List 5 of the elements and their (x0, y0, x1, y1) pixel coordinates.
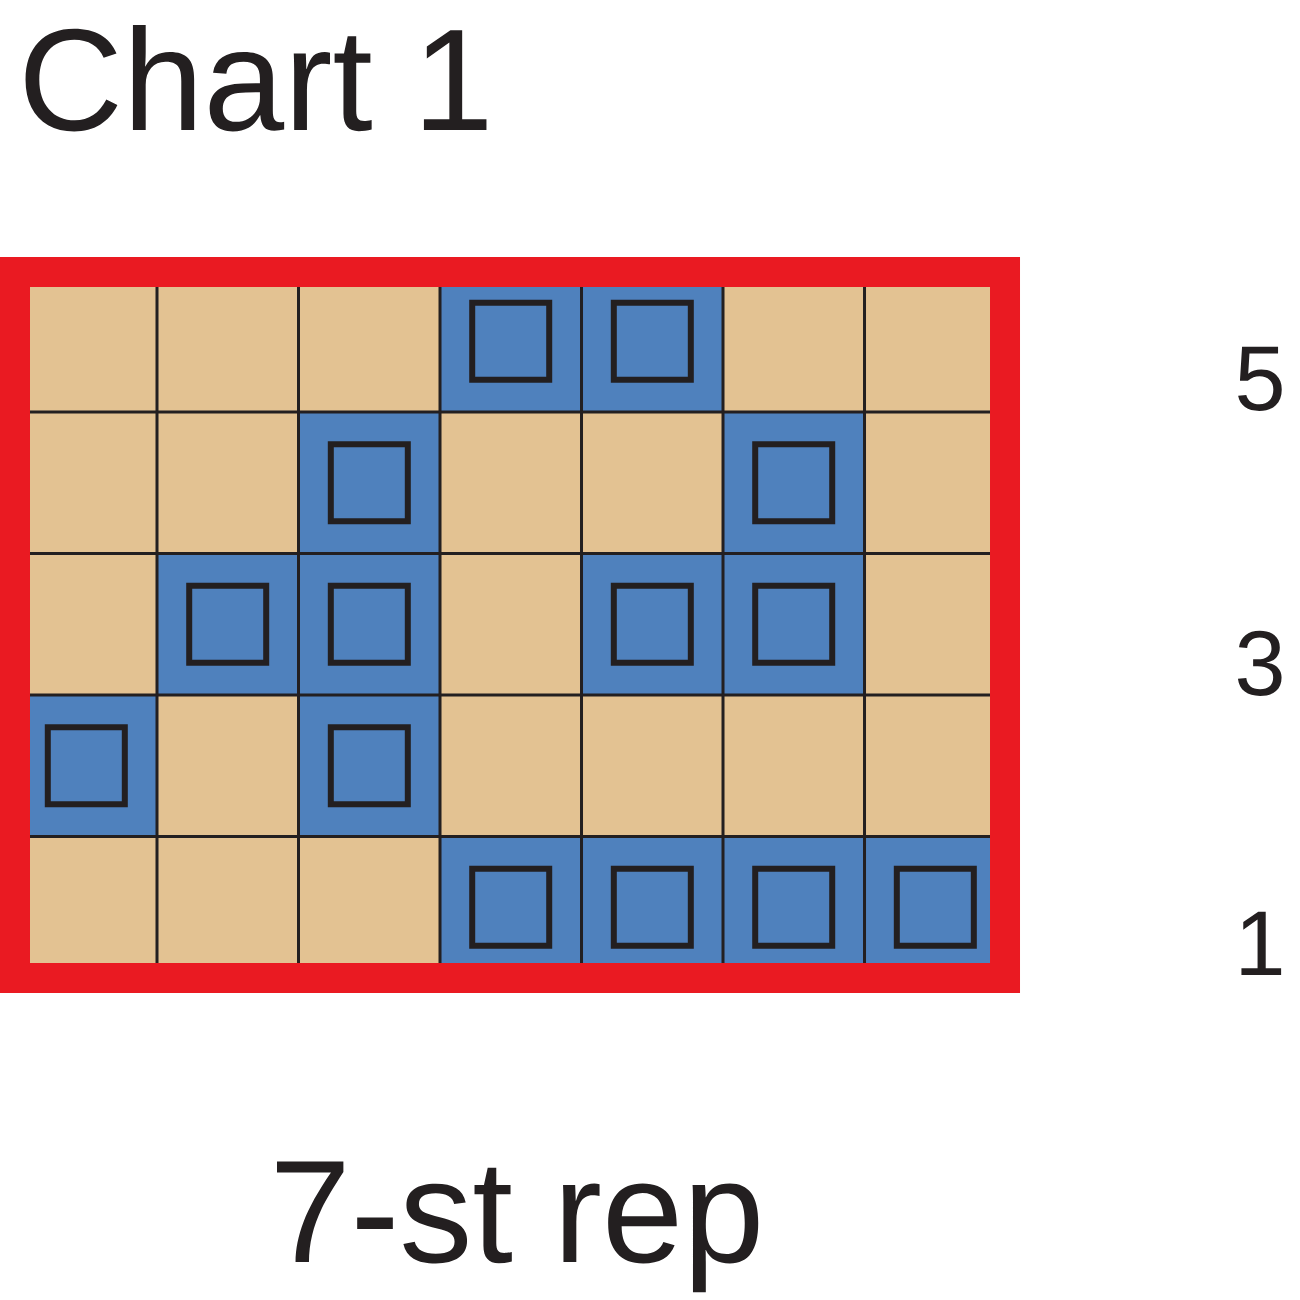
row-number: 3 (1237, 630, 1282, 696)
row-number: 5 (1238, 346, 1282, 411)
repeat-label: 7-st rep (277, 1161, 759, 1293)
chart-title: Chart 1 (25, 24, 487, 132)
row-number: 1 (1241, 911, 1282, 975)
